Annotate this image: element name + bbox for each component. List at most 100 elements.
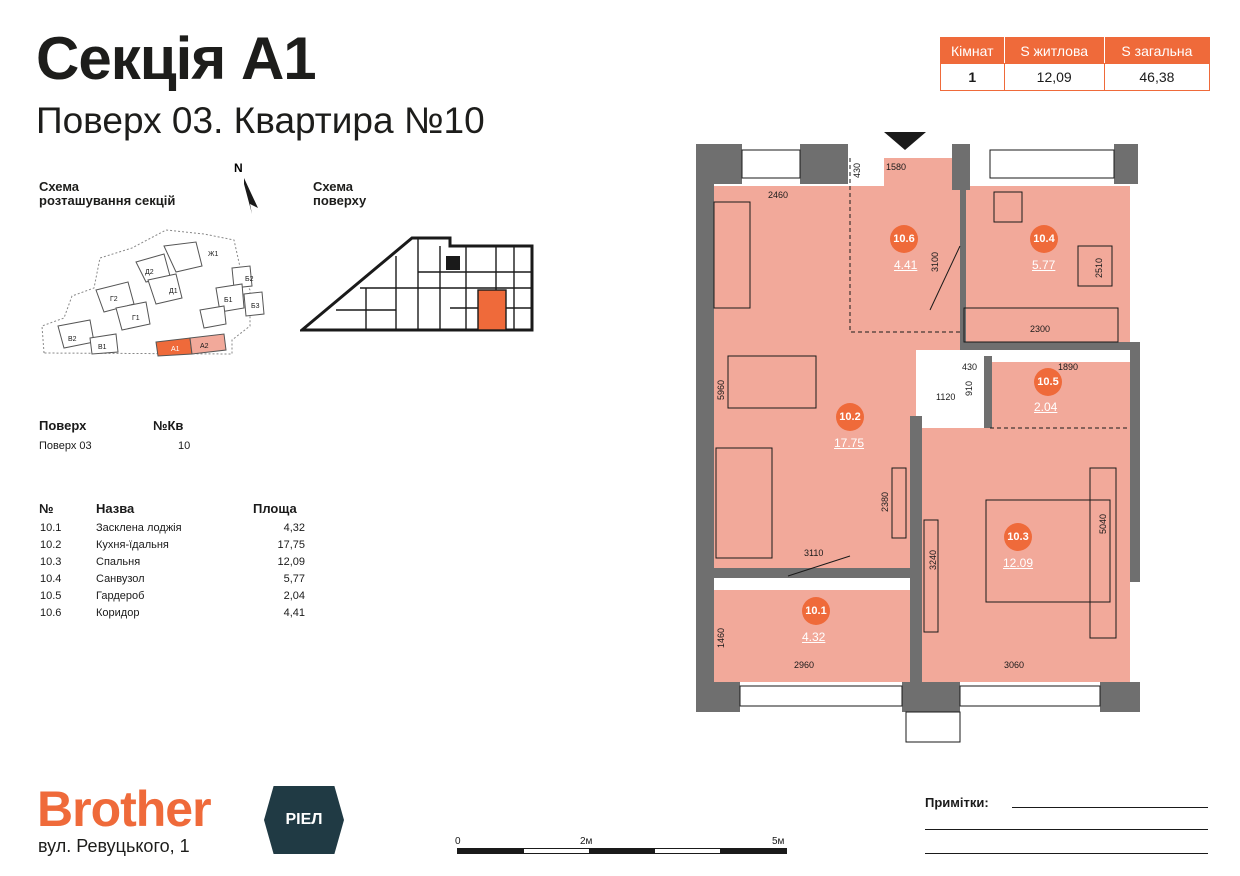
floor-scheme-label-line2: поверху (313, 193, 367, 208)
summary-header-living-area: S житлова (1003, 37, 1105, 64)
room-area-10-3: 12.09 (1003, 556, 1034, 570)
room-area-10-6: 4.41 (894, 258, 918, 272)
wall-wardrobe-left (984, 356, 992, 428)
apartment-floor-plan: 10.6 4.41 10.4 5.77 10.5 2.04 10.2 17.75… (694, 130, 1140, 746)
dimension-label: 430 (962, 362, 978, 372)
section-label-d1: Д1 (169, 288, 178, 295)
dimension-label: 3110 (804, 548, 824, 558)
notes-line (925, 853, 1208, 854)
room-name: Гардероб (96, 590, 145, 602)
dimension-label: 3100 (930, 251, 940, 272)
room-tag-10-4: 10.4 (1030, 225, 1058, 253)
dimension-label: 1120 (936, 392, 956, 402)
scale-label-0: 0 (455, 836, 461, 847)
wall-top-mid (800, 144, 848, 184)
wall-bottom-mid (902, 682, 960, 712)
summary-header-rooms: Кімнат (940, 37, 1005, 64)
room-name: Санвузол (96, 573, 145, 585)
notes-line (1012, 807, 1208, 808)
sections-scheme-label-line1: Схема (39, 179, 80, 194)
room-fill-bathroom (964, 186, 1130, 350)
apartment-number-value: 10 (178, 440, 191, 452)
floor-plan-drawing (696, 132, 1140, 743)
room-name: Коридор (96, 607, 140, 619)
room-area: 17,75 (277, 539, 305, 551)
room-tag-10-5: 10.5 (1034, 368, 1062, 396)
sections-site-scheme: N Ж1 Д2 Д1 Г2 Г1 В2 В1 Б2 Б1 Б3 А1 А2 (41, 161, 265, 357)
section-label-v2: В2 (68, 336, 77, 343)
section-g1 (115, 301, 151, 331)
room-area-10-5: 2.04 (1034, 400, 1058, 414)
room-area-10-4: 5.77 (1032, 258, 1056, 272)
apartment-highlight (477, 289, 507, 331)
table-row: 10.3 Спальня 12,09 (40, 556, 305, 573)
room-name: Кухня-їдальня (96, 539, 169, 551)
table-row: 10.2 Кухня-їдальня 17,75 (40, 539, 305, 556)
entrance-arrow-icon (884, 132, 926, 150)
room-tag-10-3: 10.3 (1004, 523, 1032, 551)
summary-header-total-area: S загальна (1103, 37, 1211, 64)
room-number: 10.2 (40, 539, 62, 551)
section-b3 (243, 291, 265, 317)
page-title: Секція А1 (36, 25, 317, 92)
room-fill-bedroom (922, 428, 1130, 682)
room-number: 10.6 (40, 607, 62, 619)
section-label-b2: Б2 (245, 276, 254, 283)
wall-left (696, 144, 714, 712)
room-number: 10.5 (40, 590, 62, 602)
room-area: 4,32 (283, 522, 305, 534)
dimension-label: 5040 (1098, 513, 1108, 534)
table-row: 10.6 Коридор 4,41 (40, 607, 305, 624)
section-label-b3: Б3 (251, 303, 260, 310)
dimension-label: 910 (964, 380, 974, 396)
dimension-label: 2380 (880, 491, 890, 512)
floor-value: Поверх 03 (39, 440, 92, 452)
dimension-label: 3240 (928, 549, 938, 570)
room-tag-10-6: 10.6 (890, 225, 918, 253)
stair-block (446, 256, 460, 270)
room-area: 4,41 (283, 607, 305, 619)
address: вул. Ревуцького, 1 (38, 836, 190, 856)
dimension-label: 2960 (794, 660, 815, 670)
summary-table: Кімнат S житлова S загальна 1 12,09 46,3… (940, 37, 1211, 91)
dimension-label: 1460 (716, 627, 726, 648)
wall-bath-bottom (960, 342, 1140, 350)
dimension-label: 5960 (716, 379, 726, 400)
section-a2 (189, 333, 227, 355)
scale-label-5m: 5м (772, 836, 785, 847)
wall-bath-left (960, 186, 966, 350)
section-b2 (231, 265, 253, 289)
wall-bottom-right (1100, 682, 1140, 712)
table-row: 10.5 Гардероб 2,04 (40, 590, 305, 607)
floor-scheme-label: Схема поверху (313, 180, 366, 208)
brand-badge: РІЕЛ (264, 786, 344, 854)
summary-living-area-value: 12,09 (1003, 63, 1105, 91)
floor-scheme-label-line1: Схема (313, 179, 354, 194)
dimension-label: 2510 (1094, 257, 1104, 278)
room-area-10-2: 17.75 (834, 436, 865, 450)
scale-label-2m: 2м (580, 836, 593, 847)
section-label-a2: А2 (200, 343, 209, 350)
section-label-b1: Б1 (224, 297, 233, 304)
summary-header-row: Кімнат S житлова S загальна (940, 37, 1211, 64)
room-number: 10.3 (40, 556, 62, 568)
room-area: 2,04 (283, 590, 305, 602)
room-area: 5,77 (283, 573, 305, 585)
room-area-10-1: 4.32 (802, 630, 826, 644)
floor-header: Поверх (39, 418, 87, 433)
floor-scheme (300, 236, 534, 332)
section-label-zh1: Ж1 (208, 251, 218, 258)
north-arrow-icon (244, 178, 258, 214)
room-area: 12,09 (277, 556, 305, 568)
room-number: 10.1 (40, 522, 62, 534)
room-tag-10-1: 10.1 (802, 597, 830, 625)
dimension-label: 3060 (1004, 660, 1025, 670)
section-b1 (215, 283, 245, 313)
section-label-g2: Г2 (110, 296, 118, 303)
dimension-label: 1890 (1058, 362, 1079, 372)
dimension-label: 1580 (886, 162, 907, 172)
notes-label: Примітки: (925, 795, 989, 810)
page-subtitle: Поверх 03. Квартира №10 (36, 100, 485, 141)
summary-rooms-value: 1 (940, 63, 1005, 91)
rooms-header-area: Площа (253, 501, 297, 516)
